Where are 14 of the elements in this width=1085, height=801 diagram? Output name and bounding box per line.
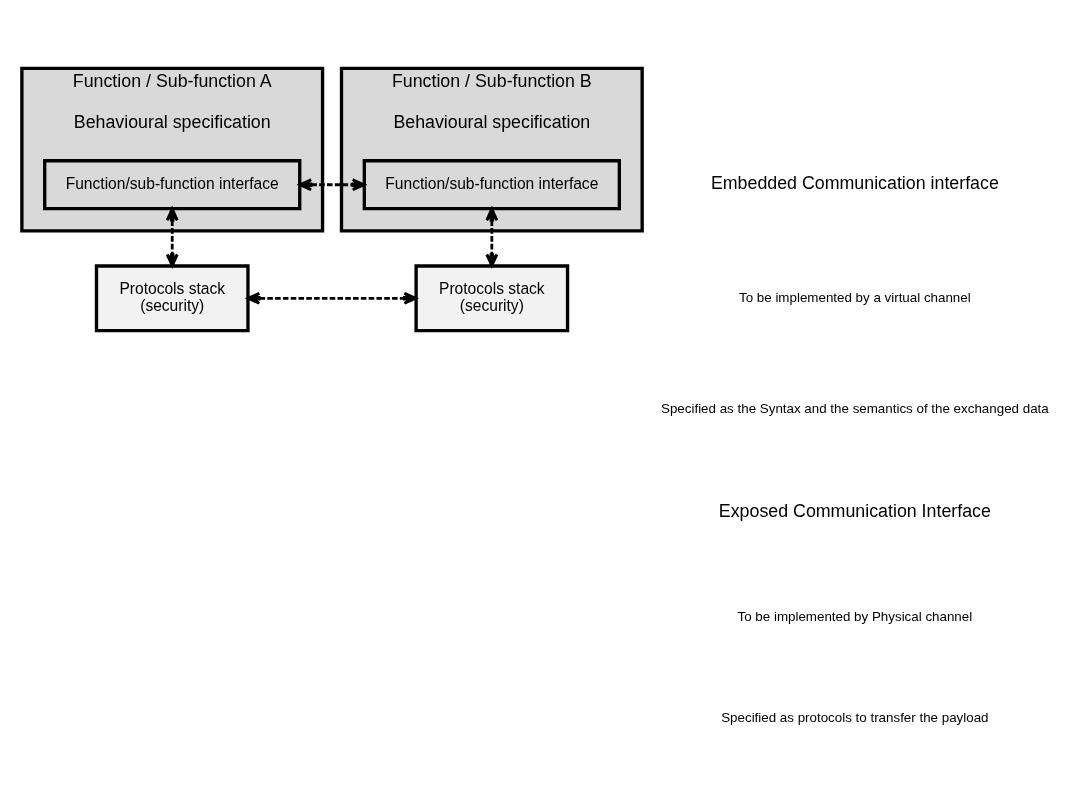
label: Specified as protocols to transfer the payload (721, 710, 989, 726)
label: Specified as the Syntax and the semantics of the exchanged data (661, 400, 1049, 416)
arrow (246, 291, 418, 305)
label: To be implemented by Physical channel (737, 608, 973, 624)
node-box: Protocols stack (security) (414, 264, 570, 333)
label: To be implemented by a virtual channel (739, 289, 971, 305)
node-box: Protocols stack (security) (94, 264, 250, 333)
arrow (485, 207, 499, 268)
label: Exposed Communication Interface (718, 501, 991, 522)
node-box: Function/sub-function interface (362, 159, 621, 211)
node-box: Function/sub-function interface (43, 159, 302, 211)
label: Embedded Communication interface (710, 172, 999, 193)
arrow (165, 207, 179, 268)
arrow (298, 178, 366, 192)
